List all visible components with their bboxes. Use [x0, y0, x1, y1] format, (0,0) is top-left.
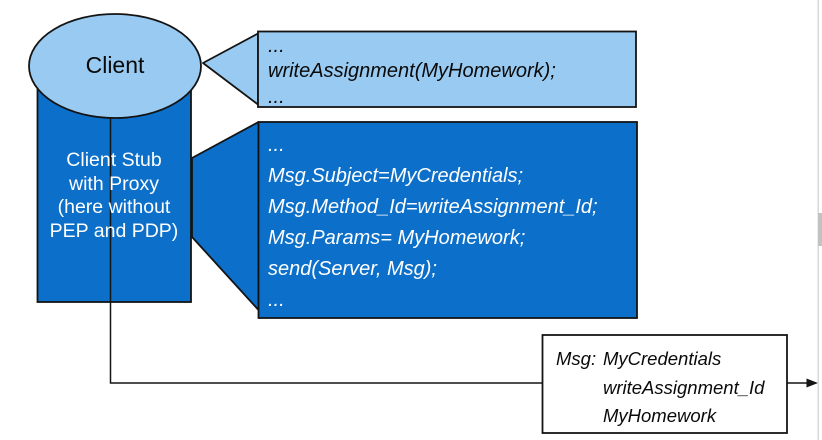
message-box-label: Msg:: [556, 348, 597, 369]
message-box: [541, 334, 788, 434]
code-line: writeAssignment(MyHomework);: [268, 60, 556, 83]
message-value: MyCredentials: [603, 348, 722, 369]
client-stub-label-line: (here without: [57, 196, 171, 218]
stub-callout-box: [257, 121, 638, 319]
client-callout-pointer-icon: [202, 32, 259, 106]
client-callout-box: [257, 30, 637, 108]
client-stub-label-line: with Proxy: [69, 172, 159, 195]
code-line: ...: [268, 134, 285, 156]
message-value: writeAssignment_Id: [603, 376, 765, 398]
client-stub-label: Client Stub with Proxy (here without PEP…: [37, 149, 191, 243]
code-line: Msg.Method_Id=writeAssignment_Id;: [268, 196, 598, 218]
code-line: Msg.Subject=MyCredentials;: [268, 165, 524, 187]
code-line: ...: [268, 289, 285, 311]
arrow-right-icon: [806, 378, 818, 388]
code-line: Msg.Params= MyHomework;: [268, 227, 526, 249]
message-value: MyHomework: [603, 405, 717, 426]
stub-code-callout-text: ... Msg.Subject=MyCredentials; Msg.Metho…: [268, 130, 630, 316]
stub-callout-pointer-icon: [191, 121, 260, 311]
code-line: ...: [268, 85, 285, 108]
message-box-values: MyCredentials writeAssignment_Id MyHomew…: [603, 345, 783, 431]
message-flow-line: [109, 72, 542, 384]
client-stub-label-line: Client Stub: [66, 149, 162, 171]
client-stub-label-line: PEP and PDP): [49, 219, 179, 242]
code-line: send(Server, Msg);: [268, 258, 437, 280]
code-line: ...: [268, 35, 285, 57]
client-ellipse: [28, 13, 202, 119]
client-label: Client: [85, 52, 145, 78]
client-code-callout-text: ... writeAssignment(MyHomework); ...: [268, 34, 628, 110]
scrollbar-thumb[interactable]: [818, 213, 822, 246]
